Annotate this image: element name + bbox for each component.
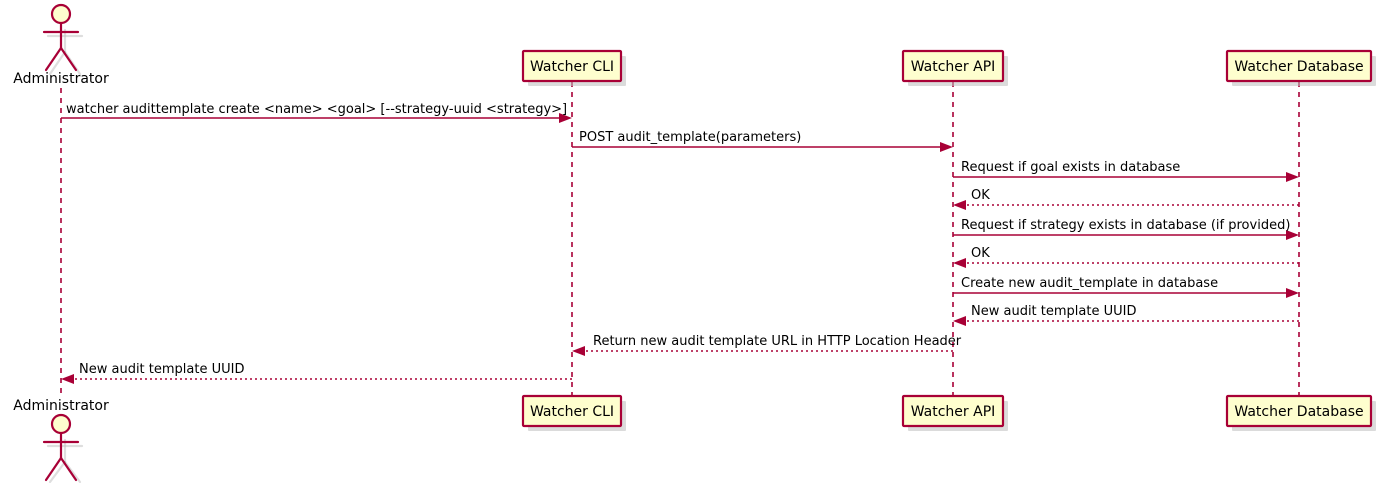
participant-label-watcher-database-bottom: Watcher Database: [1234, 404, 1363, 420]
actor-shadow-bottom: [46, 438, 84, 483]
participant-watcher-api-bottom[interactable]: Watcher API: [901, 394, 1008, 431]
participant-label-watcher-api-bottom: Watcher API: [911, 404, 996, 420]
actor-leg-left-icon: [44, 46, 63, 72]
participant-label-watcher-api-top: Watcher API: [911, 59, 996, 75]
participant-watcher-cli-bottom[interactable]: Watcher CLI: [521, 394, 626, 431]
participant-box-watcher-api-top[interactable]: [901, 49, 1005, 83]
actor-administrator-top[interactable]: Administrator: [13, 3, 109, 87]
actor-head-icon: [50, 3, 72, 25]
message-label-2: POST audit_template(parameters): [579, 130, 801, 145]
message-label-6: OK: [971, 246, 990, 261]
message-label-3: Request if goal exists in database: [961, 160, 1180, 175]
actor-leg-left-icon-bottom: [44, 456, 63, 482]
message-label-10: New audit template UUID: [79, 362, 244, 377]
participant-box-watcher-api-bottom[interactable]: [901, 394, 1005, 428]
participant-box-watcher-cli-bottom[interactable]: [521, 394, 623, 428]
message-arrowhead-4: [953, 200, 966, 210]
message-1[interactable]: watcher audittemplate create <name> <goa…: [61, 102, 572, 123]
message-label-1: watcher audittemplate create <name> <goa…: [66, 102, 567, 117]
message-arrowhead-2: [940, 142, 953, 152]
message-arrowhead-5: [1286, 230, 1299, 240]
message-2[interactable]: POST audit_template(parameters): [572, 130, 953, 152]
actor-label-administrator-top: Administrator: [13, 71, 109, 87]
actor-leg-right-icon-bottom: [59, 456, 78, 482]
participant-label-watcher-cli-top: Watcher CLI: [530, 59, 614, 75]
message-label-9: Return new audit template URL in HTTP Lo…: [593, 334, 962, 349]
participant-watcher-api-top[interactable]: Watcher API: [901, 49, 1008, 86]
message-arrowhead-6: [953, 258, 966, 268]
message-arrowhead-1: [559, 113, 572, 123]
message-5[interactable]: Request if strategy exists in database (…: [953, 218, 1299, 240]
message-9[interactable]: Return new audit template URL in HTTP Lo…: [572, 334, 962, 356]
message-8[interactable]: New audit template UUID: [953, 304, 1299, 326]
message-arrowhead-8: [953, 316, 966, 326]
participant-box-watcher-database-bottom[interactable]: [1225, 394, 1373, 428]
message-3[interactable]: Request if goal exists in database: [953, 160, 1299, 182]
lifelines: [60, 82, 1300, 396]
actor-head-icon-bottom: [50, 413, 72, 435]
participant-watcher-database-bottom[interactable]: Watcher Database: [1225, 394, 1376, 431]
message-label-4: OK: [971, 188, 990, 203]
message-label-7: Create new audit_template in database: [961, 276, 1218, 291]
message-label-8: New audit template UUID: [971, 304, 1136, 319]
participant-box-watcher-database-top[interactable]: [1225, 49, 1373, 83]
message-arrowhead-3: [1286, 172, 1299, 182]
message-arrowhead-7: [1286, 288, 1299, 298]
actor-leg-right-icon: [59, 46, 78, 72]
message-4[interactable]: OK: [953, 188, 1299, 210]
actor-administrator-bottom[interactable]: Administrator: [13, 398, 109, 483]
participant-label-watcher-database-top: Watcher Database: [1234, 59, 1363, 75]
participant-watcher-database-top[interactable]: Watcher Database: [1225, 49, 1376, 86]
message-6[interactable]: OK: [953, 246, 1299, 268]
message-label-5: Request if strategy exists in database (…: [961, 218, 1290, 233]
message-arrowhead-10: [61, 374, 74, 384]
message-arrowhead-9: [572, 346, 585, 356]
participant-watcher-cli-top[interactable]: Watcher CLI: [521, 49, 626, 86]
participant-box-watcher-cli-top[interactable]: [521, 49, 623, 83]
actor-label-administrator-bottom: Administrator: [13, 398, 109, 414]
message-7[interactable]: Create new audit_template in database: [953, 276, 1299, 298]
message-10[interactable]: New audit template UUID: [61, 362, 572, 384]
participant-label-watcher-cli-bottom: Watcher CLI: [530, 404, 614, 420]
